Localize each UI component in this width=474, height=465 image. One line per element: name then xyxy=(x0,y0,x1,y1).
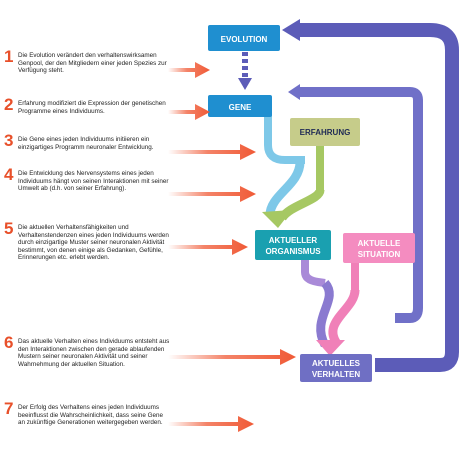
pointer-arrow-7 xyxy=(168,416,254,432)
gene-label: GENE xyxy=(229,103,252,112)
step-1-text: Die Evolution verändert den verhaltenswi… xyxy=(18,52,167,75)
situation-box: AKTUELLE SITUATION xyxy=(343,233,415,263)
verhalten-label-1: AKTUELLES xyxy=(312,359,361,368)
organismus-box: AKTUELLER ORGANISMUS xyxy=(255,230,331,260)
step-5-number: 5 xyxy=(4,219,14,238)
step-2-text: Erfahrung modifiziert die Expression der… xyxy=(18,100,166,115)
step-6-number: 6 xyxy=(4,333,14,352)
step-6-text: Das aktuelle Verhalten eines Individuums… xyxy=(18,338,170,368)
feedback-loop-arrowhead xyxy=(282,19,300,41)
situation-label-2: SITUATION xyxy=(358,250,401,259)
erfahrung-box: ERFAHRUNG xyxy=(290,118,360,146)
step-3-text: Die Gene eines jeden Individuums initiie… xyxy=(18,136,154,151)
step-4-text: Die Entwicklung des Nervensystems eines … xyxy=(18,170,169,193)
evolution-box: EVOLUTION xyxy=(208,25,280,51)
pointer-arrow-5 xyxy=(168,239,248,255)
helix-blue-1 xyxy=(265,161,305,216)
gene-box: GENE xyxy=(208,95,272,117)
step-1-number: 1 xyxy=(4,47,14,66)
erfahrung-to-gene-arrow xyxy=(300,87,423,323)
step-7-text: Der Erfolg des Verhaltens eines jeden In… xyxy=(18,404,164,427)
helix-pink-2 xyxy=(328,289,360,348)
step-2-number: 2 xyxy=(4,95,14,114)
step-4-number: 4 xyxy=(4,165,14,184)
organismus-label-2: ORGANISMUS xyxy=(265,247,321,256)
organismus-label-1: AKTUELLER xyxy=(269,236,318,245)
step-5-text: Die aktuellen Verhaltensfähigkeiten und … xyxy=(18,224,169,262)
evolution-label: EVOLUTION xyxy=(221,35,268,44)
helix-1-arrowhead xyxy=(262,210,292,228)
situation-label-1: AKTUELLE xyxy=(358,239,401,248)
pointer-arrow-4 xyxy=(168,186,256,202)
pointer-arrow-2 xyxy=(168,104,210,120)
verhalten-label-2: VERHALTEN xyxy=(312,370,361,379)
pointer-arrows xyxy=(168,62,296,432)
feedback-loop-arrow xyxy=(300,23,459,372)
step-3-number: 3 xyxy=(4,131,14,150)
pointer-arrow-1 xyxy=(168,62,210,78)
gene-tube xyxy=(264,112,305,164)
step-7-number: 7 xyxy=(4,399,14,418)
pointer-arrow-6 xyxy=(168,349,296,365)
helix-purple-2 xyxy=(316,280,334,348)
verhalten-box: AKTUELLES VERHALTEN xyxy=(300,354,372,382)
erfahrung-to-gene-arrowhead xyxy=(288,84,300,100)
evolution-to-gene-arrowhead xyxy=(238,78,252,90)
helix-2-arrowhead xyxy=(316,340,345,356)
erfahrung-label: ERFAHRUNG xyxy=(300,128,351,137)
pointer-arrow-3 xyxy=(168,144,256,160)
organismus-tube xyxy=(301,258,326,287)
